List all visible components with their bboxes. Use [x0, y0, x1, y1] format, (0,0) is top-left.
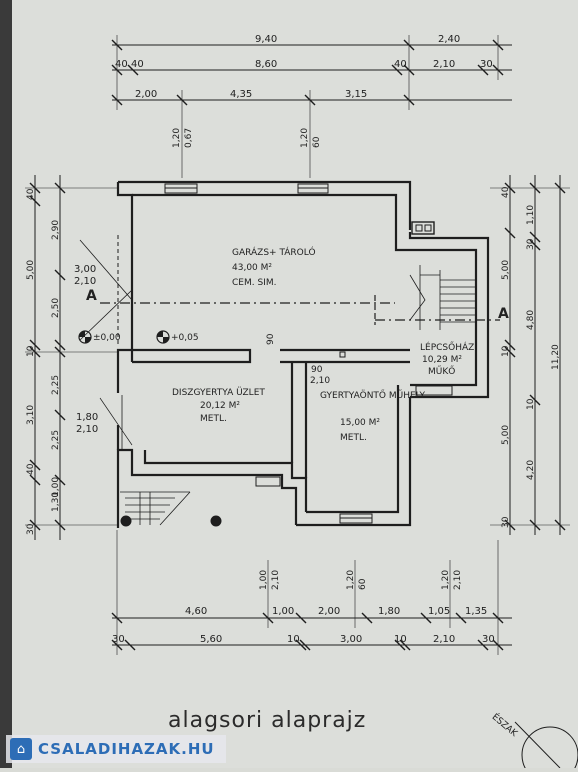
dim-right-f: 10: [501, 345, 511, 357]
section-mark-right: A: [498, 306, 509, 322]
dim-top-3c: 3,15: [345, 89, 367, 100]
windows: [164, 183, 453, 524]
outdoor-stairs: [120, 491, 191, 526]
inner-door-h: 2,10: [310, 376, 330, 386]
dim-right-d: 5,00: [501, 260, 511, 280]
level-base: ±0,00: [93, 333, 121, 343]
room-shop-name: DISZGYERTYA ÜZLET: [172, 387, 265, 398]
dim-left-j: 1,00: [51, 477, 61, 497]
walls: [116, 180, 490, 528]
window-bottom-2-h: 60: [358, 578, 368, 590]
dim-left-g: 3,10: [26, 405, 36, 425]
plan-title: alagsori alaprajz: [168, 708, 367, 733]
window-top-1-h: 0,67: [184, 128, 194, 148]
dim-bottom-2a: 30: [112, 634, 125, 645]
dim-right-g: 10: [526, 398, 536, 410]
dim-bottom-1e: 1,05: [428, 606, 450, 617]
dim-top-2c: 8,60: [255, 59, 277, 70]
dim-left-l: 30: [26, 523, 36, 535]
room-garage-area: 43,00 M²: [232, 263, 272, 273]
dim-top-2a: 40: [115, 59, 128, 70]
dim-left-i: 40: [26, 463, 36, 475]
room-shop-area: 20,12 M²: [200, 401, 240, 411]
dim-left-b: 2,90: [51, 220, 61, 240]
dim-bottom-2e: 10: [394, 634, 407, 645]
post: [120, 515, 132, 527]
dim-top-1a: 9,40: [255, 34, 277, 45]
window-bottom-2-w: 1,20: [346, 570, 356, 590]
dim-bottom-1d: 1,80: [378, 606, 400, 617]
dim-right-c: 30: [526, 238, 536, 250]
dim-bottom-1f: 1,35: [465, 606, 487, 617]
dim-right-i: 4,20: [526, 460, 536, 480]
dim-top-2e: 2,10: [433, 59, 455, 70]
door-left-w: 3,00: [74, 264, 96, 275]
dim-left-k: 1,30: [51, 492, 61, 512]
dim-bottom-1b: 1,00: [272, 606, 294, 617]
dim-top-3b: 4,35: [230, 89, 252, 100]
watermark: ⌂ CSALADIHAZAK.HU: [6, 735, 226, 763]
window-bottom-3-w: 1,20: [441, 570, 451, 590]
dim-bottom-2c: 10: [287, 634, 300, 645]
room-garage-floor: CEM. SIM.: [232, 278, 276, 288]
room-stair-name: LÉPCSŐHÁZ: [420, 341, 474, 353]
dim-bottom-2f: 2,10: [433, 634, 455, 645]
window-bottom-3-h: 2,10: [453, 570, 463, 590]
room-workshop-name: GYERTYAÖNTŐ MŰHELY: [320, 390, 425, 401]
room-workshop-area: 15,00 M²: [340, 418, 380, 428]
dim-right-a: 40: [501, 186, 511, 198]
dim-top-2b: 40: [131, 59, 144, 70]
room-stair-area: 10,29 M²: [422, 355, 462, 365]
dim-left-a: 40: [26, 188, 36, 200]
dim-right-b: 1,10: [526, 205, 536, 225]
room-shop-floor: METL.: [200, 414, 227, 424]
dim-left-h: 2,25: [51, 430, 61, 450]
window-top-1-w: 1,20: [172, 128, 182, 148]
dim-bottom-2g: 30: [482, 634, 495, 645]
post: [210, 515, 222, 527]
room-workshop-floor: METL.: [340, 433, 367, 443]
dim-top-2d: 40: [394, 59, 407, 70]
dim-right-e: 4,80: [526, 310, 536, 330]
dim-bottom-2d: 3,00: [340, 634, 362, 645]
dim-bottom-1c: 2,00: [318, 606, 340, 617]
inner-door-top: 90: [266, 333, 276, 345]
room-garage-name: GARÁZS+ TÁROLÓ: [232, 246, 316, 258]
dim-right-h: 5,00: [501, 425, 511, 445]
dim-top-2f: 30: [480, 59, 493, 70]
window-bottom-1-w: 1,00: [259, 570, 269, 590]
north-arrow: [521, 726, 578, 772]
dim-bottom-2b: 5,60: [200, 634, 222, 645]
dim-top-1b: 2,40: [438, 34, 460, 45]
dim-left-d: 2,50: [51, 298, 61, 318]
door-left2-w: 1,80: [76, 412, 98, 423]
room-stair-floor: MŰKŐ: [428, 366, 455, 377]
window-top-2-h: 60: [312, 136, 322, 148]
dim-top-3a: 2,00: [135, 89, 157, 100]
house-icon: ⌂: [10, 738, 32, 760]
dim-left-c: 5,00: [26, 260, 36, 280]
level-raised: +0,05: [171, 333, 199, 343]
dim-right-j: 30: [501, 516, 511, 528]
door-left2-h: 2,10: [76, 424, 98, 435]
dim-right-k: 11,20: [551, 344, 561, 370]
binding-edge: [0, 0, 12, 768]
dim-bottom-1a: 4,60: [185, 606, 207, 617]
chimney: [411, 221, 435, 235]
dim-left-f: 2,25: [51, 375, 61, 395]
window-top-2-w: 1,20: [300, 128, 310, 148]
inner-door-w: 90: [311, 365, 323, 375]
window-bottom-1-h: 2,10: [271, 570, 281, 590]
watermark-text: CSALADIHAZAK.HU: [38, 740, 215, 758]
section-mark-left: A: [86, 288, 97, 304]
door-left-h: 2,10: [74, 276, 96, 287]
dim-left-e: 10: [26, 345, 36, 357]
